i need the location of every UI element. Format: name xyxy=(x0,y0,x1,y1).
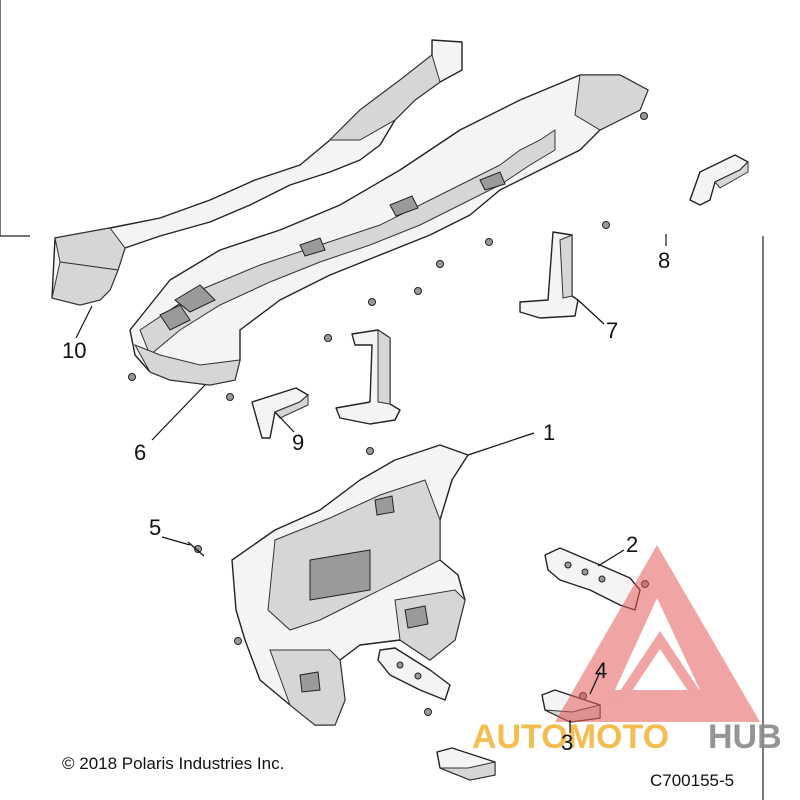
callout-10: 10 xyxy=(62,338,86,363)
fastener xyxy=(128,373,136,381)
center-bracket xyxy=(335,329,401,425)
watermark-suffix: HUB xyxy=(708,718,782,756)
part-7-bracket xyxy=(519,231,579,319)
fastener xyxy=(324,334,332,342)
callout-3: 3 xyxy=(561,730,573,755)
callout-9: 9 xyxy=(292,430,304,455)
lower-bracket xyxy=(377,647,451,701)
callout-7: 7 xyxy=(606,318,618,343)
fastener xyxy=(602,221,610,229)
callout-8: 8 xyxy=(658,248,670,273)
figure-code: C700155-5 xyxy=(650,771,734,790)
fastener xyxy=(194,545,202,553)
part-1-rear-panel xyxy=(231,444,469,726)
watermark-logo xyxy=(555,545,760,722)
bottom-bracket xyxy=(436,747,496,781)
callout-6: 6 xyxy=(134,440,146,465)
fastener xyxy=(414,287,422,295)
part-10-side-rail xyxy=(51,39,463,306)
fastener xyxy=(234,637,242,645)
fastener xyxy=(640,112,648,120)
part-6-tunnel-housing xyxy=(129,74,649,386)
fastener xyxy=(424,708,432,716)
leader-lines xyxy=(75,234,667,733)
callout-2: 2 xyxy=(626,532,638,557)
diagram-frame xyxy=(0,0,764,800)
part-8-bracket xyxy=(689,154,749,206)
fastener xyxy=(366,447,374,455)
callout-5: 5 xyxy=(149,515,161,540)
fastener xyxy=(368,298,376,306)
callout-1: 1 xyxy=(543,420,555,445)
fastener xyxy=(436,260,444,268)
callout-4: 4 xyxy=(595,658,607,683)
fastener xyxy=(226,393,234,401)
copyright-text: © 2018 Polaris Industries Inc. xyxy=(62,754,284,773)
fastener xyxy=(485,238,493,246)
